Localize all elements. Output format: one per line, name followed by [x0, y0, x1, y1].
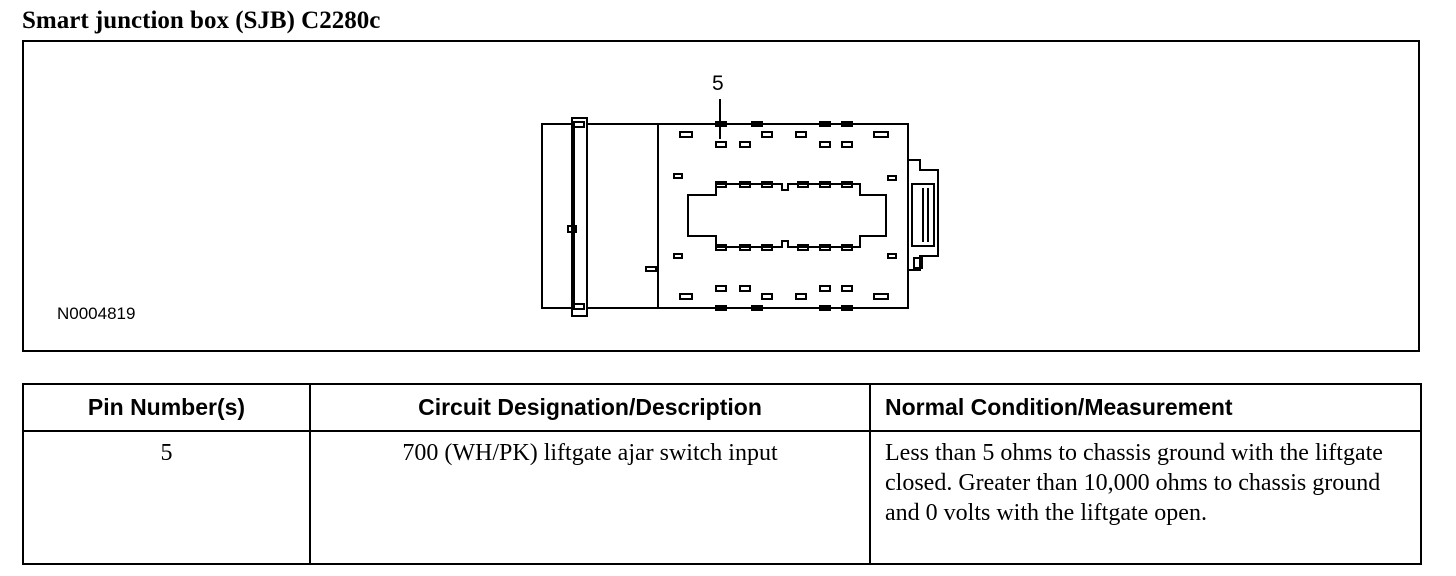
connector-flange — [571, 117, 588, 317]
pin-callout-label: 5 — [712, 72, 724, 95]
connector-face — [657, 123, 909, 309]
header-circuit-description: Circuit Designation/Description — [309, 383, 871, 432]
page-title: Smart junction box (SJB) C2280c — [22, 7, 381, 34]
cell-normal-condition: Less than 5 ohms to chassis ground with … — [869, 430, 1422, 565]
cell-circuit-description: 700 (WH/PK) liftgate ajar switch input — [309, 430, 871, 565]
table-header-row: Pin Number(s) Circuit Designation/Descri… — [22, 383, 1422, 432]
connector-latch-body — [541, 123, 575, 309]
cell-pin-number: 5 — [22, 430, 311, 565]
pin-cavities — [673, 121, 897, 311]
connector-figure: 5 N0004819 — [22, 40, 1420, 352]
connector-diagram — [541, 99, 939, 317]
pin-table: Pin Number(s) Circuit Designation/Descri… — [22, 383, 1422, 565]
connector-keyway — [687, 183, 887, 248]
header-normal-condition: Normal Condition/Measurement — [869, 383, 1422, 432]
table-row: 5 700 (WH/PK) liftgate ajar switch input… — [22, 430, 1422, 565]
header-pin-numbers: Pin Number(s) — [22, 383, 311, 432]
figure-id-label: N0004819 — [57, 304, 136, 323]
